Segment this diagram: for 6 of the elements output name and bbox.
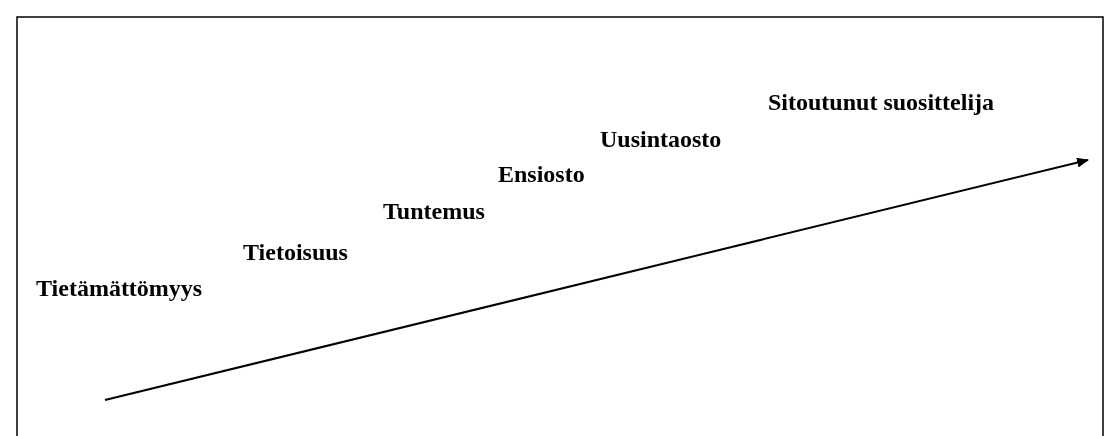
stage-label: Ensiosto — [498, 160, 585, 188]
stage-label: Tietoisuus — [243, 238, 348, 266]
stage-label: Tietämättömyys — [36, 274, 203, 302]
stage-label: Tuntemus — [383, 197, 485, 225]
stage-label: Sitoutunut suosittelija — [768, 88, 995, 116]
stage-label: Uusintaosto — [600, 125, 722, 153]
